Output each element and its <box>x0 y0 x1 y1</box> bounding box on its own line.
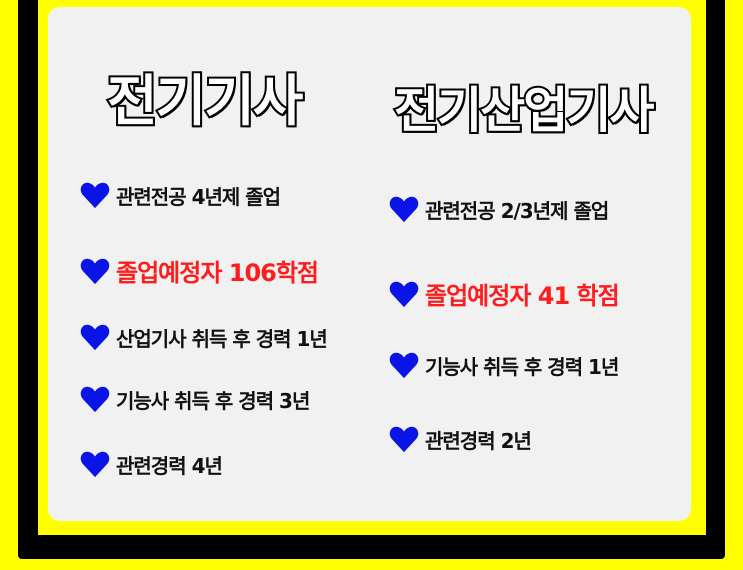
heart-icon <box>80 322 110 352</box>
list-item: 기능사 취득 후 경력 3년 <box>80 384 310 414</box>
heart-icon <box>389 350 419 380</box>
list-item-text: 관련경력 4년 <box>116 453 223 478</box>
list-item-text: 관련전공 4년제 졸업 <box>116 184 281 209</box>
heart-icon <box>80 256 110 286</box>
heart-icon <box>389 424 419 454</box>
list-item-text: 관련경력 2년 <box>425 428 532 453</box>
list-item: 기능사 취득 후 경력 1년 <box>389 350 619 380</box>
list-item: 산업기사 취득 후 경력 1년 <box>80 322 328 352</box>
title-electrical-industrial-engineer: 전기산업기사 <box>392 82 656 139</box>
list-item: 졸업예정자 41 학점 <box>389 276 620 311</box>
list-item-text-highlight: 졸업예정자 106학점 <box>116 259 319 287</box>
list-item: 졸업예정자 106학점 <box>80 253 319 288</box>
list-item-text: 관련전공 2/3년제 졸업 <box>425 198 609 223</box>
list-item-text: 기능사 취득 후 경력 1년 <box>425 354 619 379</box>
heart-icon <box>80 449 110 479</box>
list-item: 관련전공 2/3년제 졸업 <box>389 194 609 224</box>
list-item: 관련경력 4년 <box>80 449 223 479</box>
content-card <box>48 7 691 521</box>
list-item: 관련경력 2년 <box>389 424 532 454</box>
heart-icon <box>80 384 110 414</box>
list-item-text: 산업기사 취득 후 경력 1년 <box>116 326 328 351</box>
title-electrical-engineer: 전기기사 <box>105 69 305 133</box>
heart-icon <box>389 194 419 224</box>
list-item: 관련전공 4년제 졸업 <box>80 180 281 210</box>
heart-icon <box>80 180 110 210</box>
list-item-text: 기능사 취득 후 경력 3년 <box>116 388 310 413</box>
heart-icon <box>389 279 419 309</box>
list-item-text-highlight: 졸업예정자 41 학점 <box>425 282 620 310</box>
